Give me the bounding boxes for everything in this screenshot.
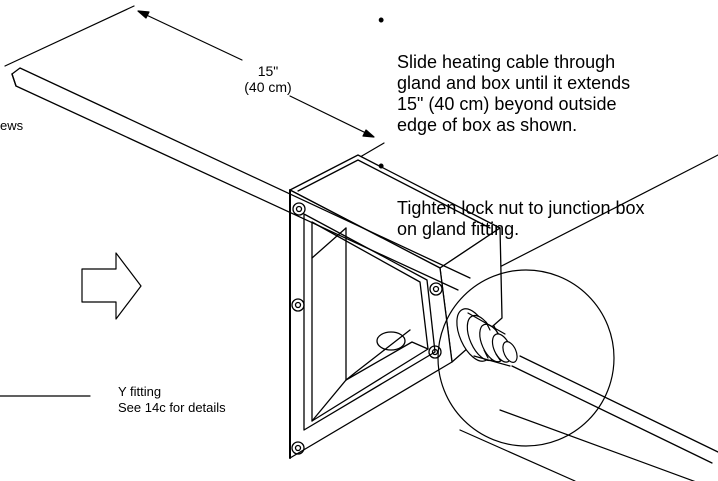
- heating-cable: [11, 67, 718, 464]
- gland-fitting: [456, 308, 518, 367]
- detail-circle: [437, 269, 615, 447]
- bullet-icon: •: [378, 10, 385, 30]
- dimension-lines: [4, 5, 385, 161]
- instruction-step: • Tighten lock nut to junction box on gl…: [378, 156, 708, 240]
- dimension-imperial: 15": [257, 63, 279, 79]
- dimension-label: 15" (40 cm): [228, 63, 308, 95]
- dimension-metric: (40 cm): [244, 79, 292, 95]
- direction-arrow-icon: [81, 252, 142, 320]
- instruction-step: • Slide heating cable through gland and …: [378, 10, 708, 136]
- y-fitting-reference: See 14c for details: [118, 400, 226, 415]
- y-fitting-title: Y fitting: [118, 384, 162, 399]
- clipped-callout-text: ews: [0, 118, 24, 133]
- bullet-icon: •: [378, 156, 385, 176]
- instruction-step-text: Tighten lock nut to junction box on glan…: [397, 198, 645, 239]
- junction-box: [289, 154, 503, 459]
- y-fitting-callout: Y fitting See 14c for details: [118, 384, 226, 416]
- instruction-list: • Slide heating cable through gland and …: [378, 10, 708, 260]
- instruction-step-text: Slide heating cable through gland and bo…: [397, 52, 631, 135]
